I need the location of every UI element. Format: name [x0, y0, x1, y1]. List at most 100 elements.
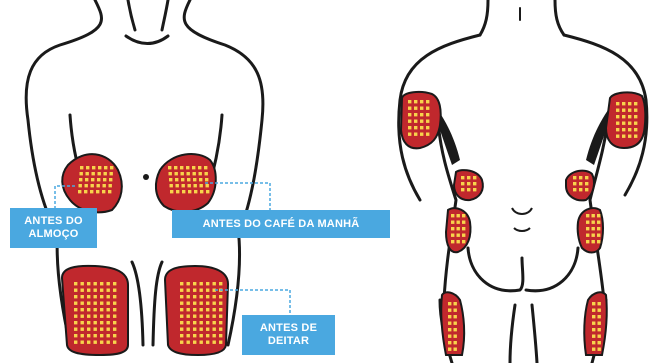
injection-dot: [219, 295, 222, 298]
dots-right-flank: [573, 176, 588, 191]
injection-dot: [622, 102, 625, 105]
injection-dot: [170, 184, 173, 187]
injection-dot: [206, 334, 209, 337]
injection-dot: [462, 234, 465, 237]
callout-bedtime-line2: DEITAR: [268, 335, 309, 348]
injection-dot: [94, 308, 97, 311]
injection-dot: [193, 341, 196, 344]
injection-dot: [107, 315, 110, 318]
injection-dot: [193, 295, 196, 298]
injection-dot: [598, 315, 601, 318]
injection-dot: [592, 328, 595, 331]
injection-dot: [592, 315, 595, 318]
callout-breakfast-text: ANTES DO CAFÉ DA MANHÃ: [203, 218, 360, 231]
injection-dot: [592, 214, 595, 217]
injection-dot: [451, 227, 454, 230]
injection-dot: [586, 240, 589, 243]
injection-dot: [219, 308, 222, 311]
injection-dot: [87, 308, 90, 311]
injection-dot: [597, 240, 600, 243]
injection-dot: [102, 190, 105, 193]
injection-dot: [473, 182, 476, 185]
injection-dot: [100, 289, 103, 292]
injection-dot: [628, 109, 631, 112]
injection-dot: [448, 328, 451, 331]
injection-dot: [622, 135, 625, 138]
injection-dot: [193, 282, 196, 285]
injection-dot: [592, 227, 595, 230]
injection-dot: [107, 334, 110, 337]
injection-dot: [634, 122, 637, 125]
injection-dot: [573, 182, 576, 185]
injection-dot: [408, 133, 411, 136]
injection-dot: [420, 113, 423, 116]
injection-dot: [622, 122, 625, 125]
injection-dot: [200, 315, 203, 318]
injection-dot: [182, 184, 185, 187]
injection-dot: [94, 282, 97, 285]
injection-dot: [616, 109, 619, 112]
injection-dot: [81, 334, 84, 337]
injection-dot: [87, 315, 90, 318]
injection-dot: [219, 282, 222, 285]
injection-dot: [74, 308, 77, 311]
injection-dot: [204, 166, 207, 169]
injection-dot: [74, 315, 77, 318]
callout-bedtime: ANTES DE DEITAR: [242, 315, 335, 355]
injection-dot: [200, 302, 203, 305]
injection-dot: [616, 115, 619, 118]
injection-dot: [414, 107, 417, 110]
injection-dot: [205, 172, 208, 175]
callout-lunch-line2: ALMOÇO: [28, 228, 78, 241]
injection-dot: [219, 328, 222, 331]
injection-dot: [113, 289, 116, 292]
injection-dot: [592, 221, 595, 224]
injection-dot: [74, 302, 77, 305]
injection-dot: [213, 341, 216, 344]
injection-dot: [592, 335, 595, 338]
injection-dot: [94, 334, 97, 337]
site-right-back-thigh: [584, 292, 607, 355]
injection-dot: [461, 188, 464, 191]
injection-dot: [107, 295, 110, 298]
injection-dot: [87, 302, 90, 305]
injection-dot: [170, 190, 173, 193]
injection-dot: [81, 315, 84, 318]
injection-dot: [206, 328, 209, 331]
injection-dot: [408, 113, 411, 116]
injection-dot: [414, 100, 417, 103]
injection-dot: [213, 308, 216, 311]
injection-dot: [100, 321, 103, 324]
injection-dot: [462, 227, 465, 230]
injection-dot: [462, 221, 465, 224]
injection-dot: [414, 113, 417, 116]
injection-dot: [467, 188, 470, 191]
injection-dot: [175, 178, 178, 181]
injection-dot: [96, 190, 99, 193]
injection-dot: [634, 115, 637, 118]
injection-dot: [579, 176, 582, 179]
injection-dot: [113, 302, 116, 305]
injection-dot: [91, 184, 94, 187]
injection-dot: [194, 184, 197, 187]
injection-dot: [97, 178, 100, 181]
injection-dot: [187, 315, 190, 318]
injection-dot: [94, 289, 97, 292]
injection-dot: [108, 190, 111, 193]
injection-dot: [628, 135, 631, 138]
injection-dot: [81, 289, 84, 292]
injection-dot: [176, 184, 179, 187]
injection-dot: [86, 172, 89, 175]
injection-dot: [473, 188, 476, 191]
injection-dot: [598, 309, 601, 312]
injection-dot: [113, 295, 116, 298]
injection-dot: [628, 115, 631, 118]
injection-dot: [616, 122, 619, 125]
injection-dot: [187, 172, 190, 175]
injection-dot: [85, 178, 88, 181]
injection-dot: [451, 234, 454, 237]
injection-dot: [74, 341, 77, 344]
injection-dot: [426, 100, 429, 103]
injection-dot: [199, 172, 202, 175]
